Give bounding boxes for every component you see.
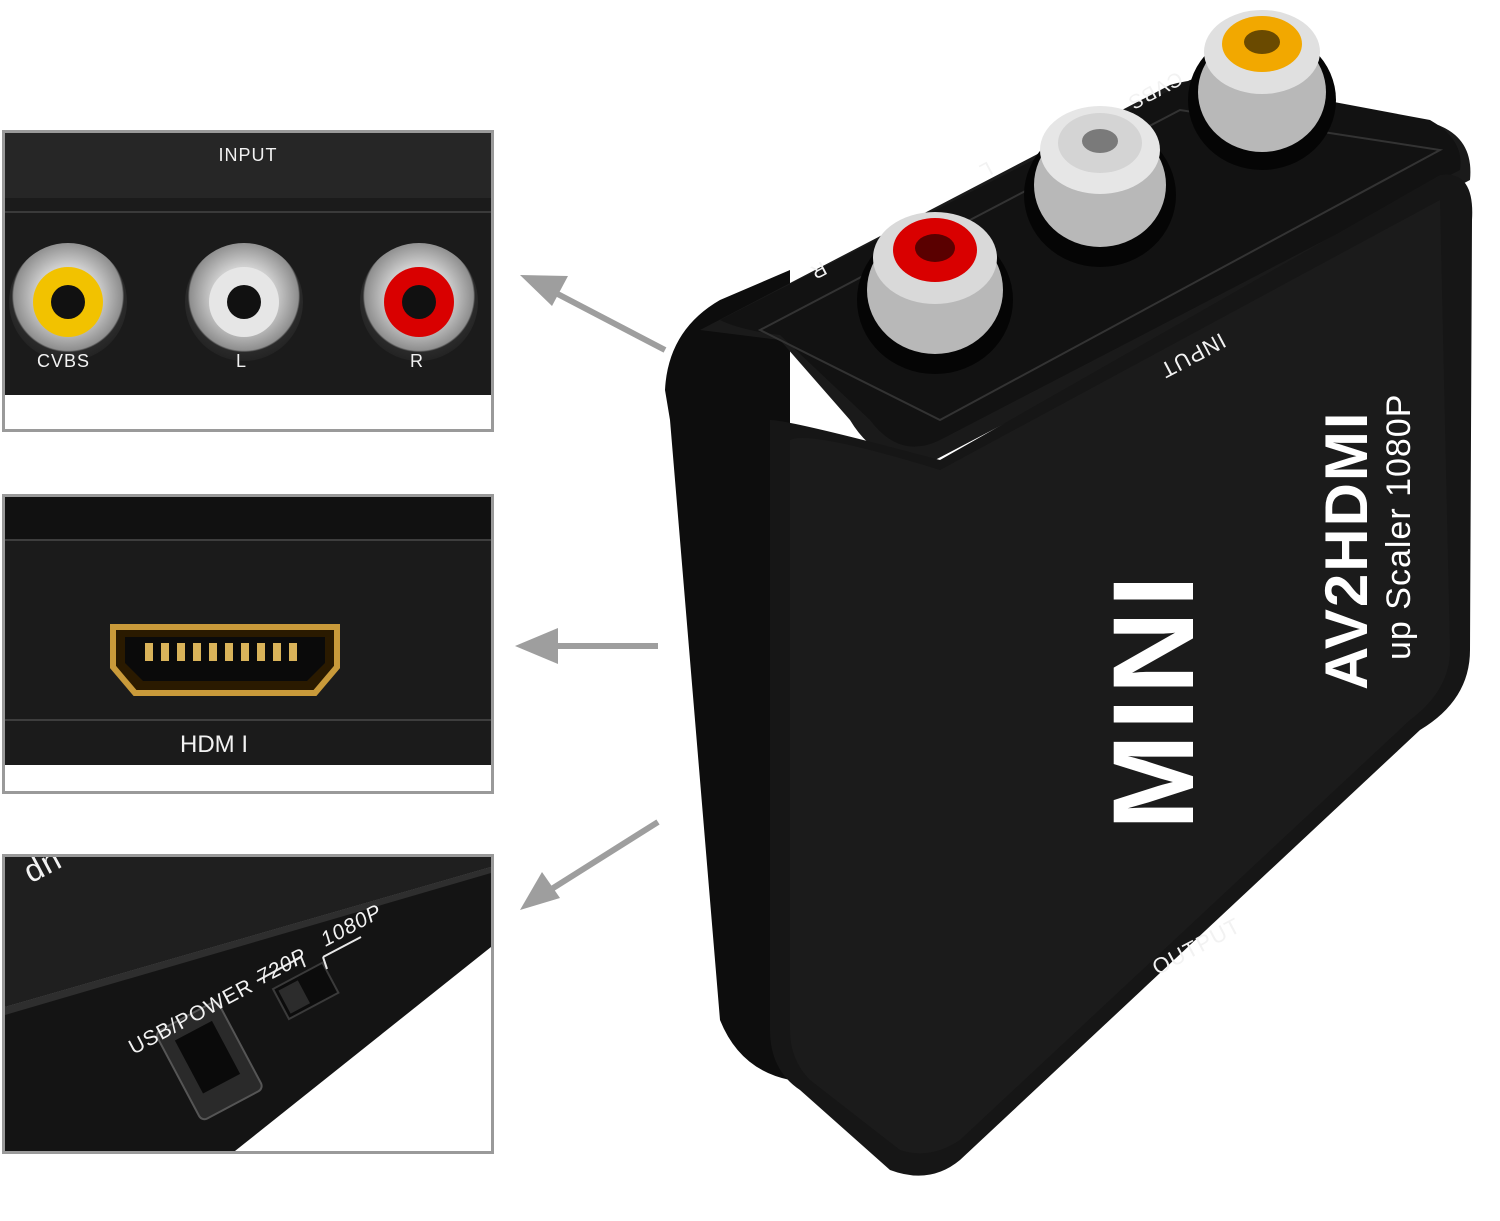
cvbs-label: CVBS <box>37 351 91 371</box>
device-brand: MINI <box>1090 571 1218 830</box>
hdmi-detail-panel: HDM I <box>2 494 494 794</box>
panel-white-strip <box>5 395 491 429</box>
panel-divider <box>5 719 491 721</box>
right-audio-jack <box>360 243 478 361</box>
usb-power-detail-panel: up USB/POWER 720P 1080P <box>2 854 494 1154</box>
device-yellow-jack <box>1188 10 1336 170</box>
panel-top-edge <box>5 497 491 539</box>
device-subtitle: up Scaler 1080P <box>1380 393 1418 660</box>
device-model: AV2HDMI <box>1313 410 1380 690</box>
panel-white-strip <box>5 765 491 791</box>
input-panel-title: INPUT <box>218 145 278 165</box>
l-label: L <box>236 351 248 371</box>
cvbs-jack <box>9 243 127 361</box>
input-detail-panel: INPUT CVBS L R <box>2 130 494 432</box>
panel-divider <box>5 539 491 541</box>
panel-divider <box>5 211 491 213</box>
hdmi-port-icon <box>110 624 340 696</box>
device-red-jack <box>857 212 1013 374</box>
panel-top-edge <box>5 133 491 198</box>
usb-panel-drawing <box>5 857 491 1151</box>
hdmi-label: HDM I <box>180 731 248 758</box>
device-white-jack <box>1024 106 1176 267</box>
left-audio-jack <box>185 243 303 361</box>
r-label: R <box>410 351 424 371</box>
